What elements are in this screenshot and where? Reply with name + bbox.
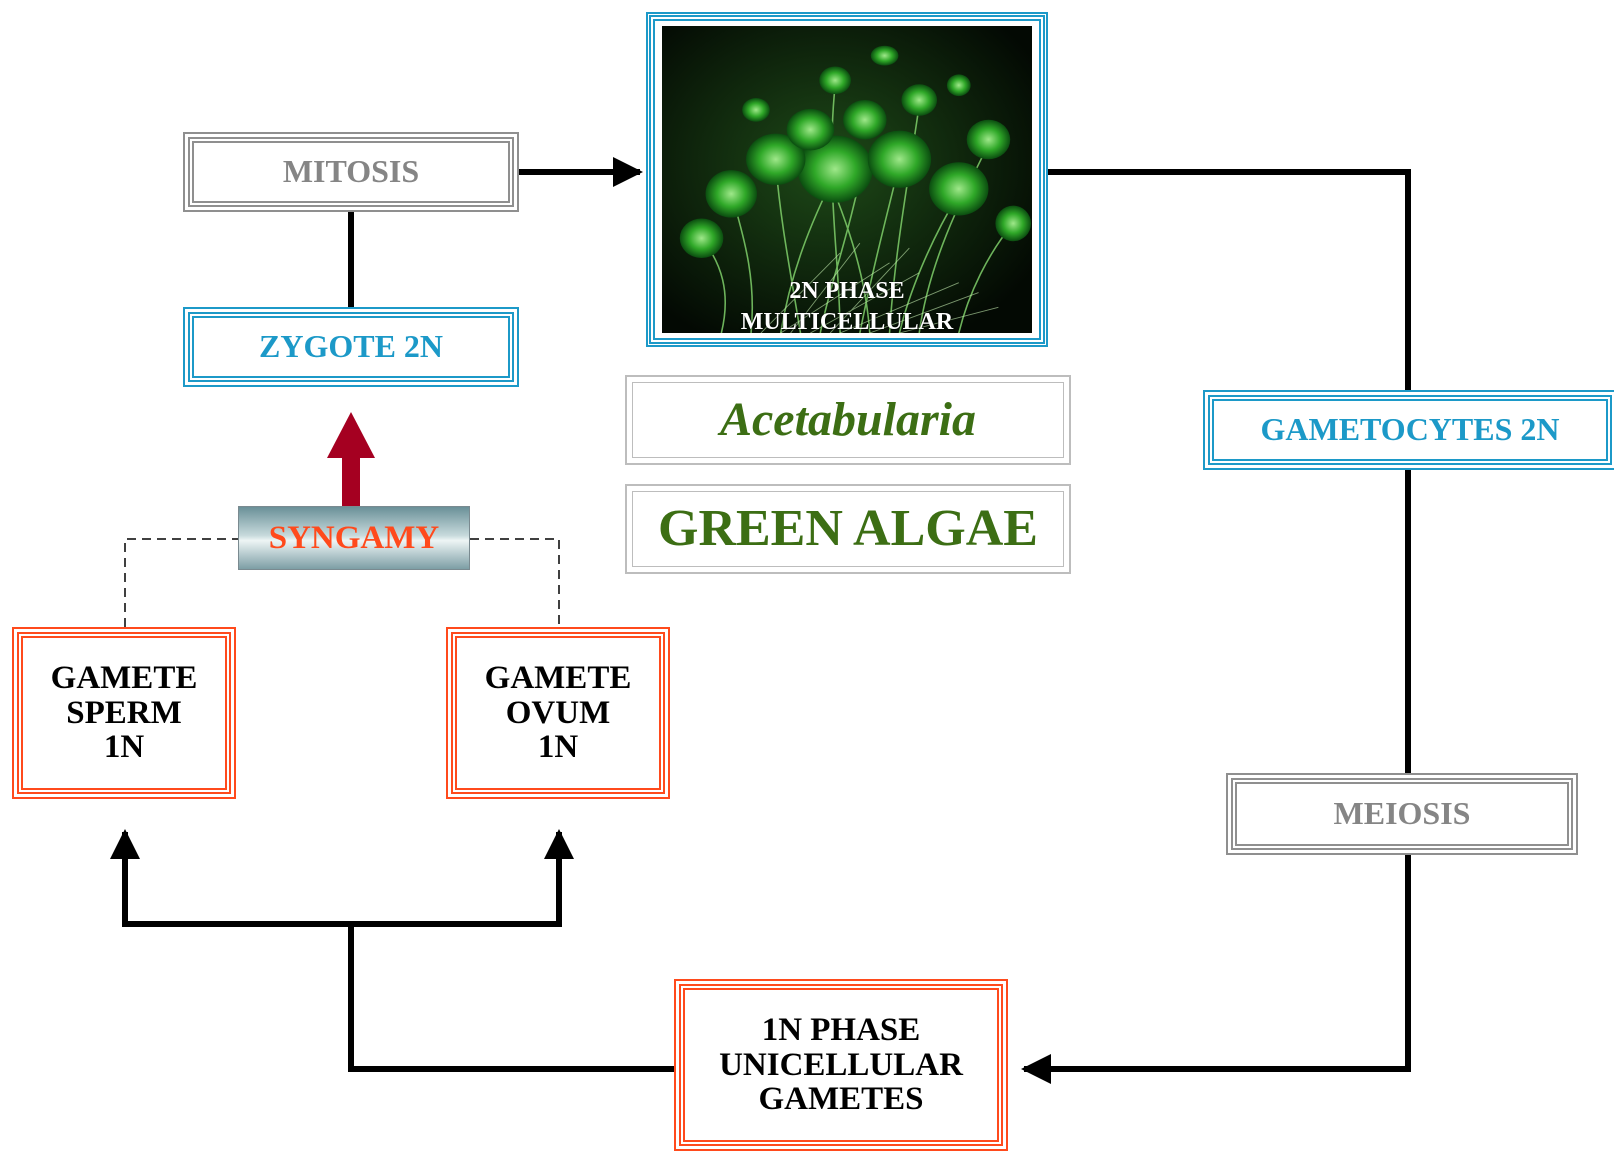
dashed-sperm-to-syngamy xyxy=(124,538,238,627)
dashed-ovum-to-syngamy xyxy=(470,538,560,627)
syngamy-box: SYNGAMY xyxy=(238,506,470,570)
gametocytes-label: GAMETOCYTES 2N xyxy=(1260,411,1560,448)
group-title-box: GREEN ALGAE xyxy=(625,484,1071,574)
arrow-to-gamete-sperm xyxy=(110,829,351,927)
zygote-label: ZYGOTE 2N xyxy=(258,328,444,365)
genus-title: Acetabularia xyxy=(719,392,976,446)
zygote-box: ZYGOTE 2N xyxy=(183,307,519,387)
caption-line: 2N PHASE xyxy=(789,278,905,304)
acetabularia-photo: 2N PHASE MULTICELLULAR xyxy=(662,26,1032,333)
label-line: SPERM xyxy=(66,694,182,731)
gamete-sperm-box: GAMETE SPERM 1N xyxy=(12,627,236,799)
label-line: OVUM xyxy=(505,694,611,731)
arrow-to-gamete-ovum xyxy=(351,829,574,927)
genus-title-box: Acetabularia xyxy=(625,375,1071,465)
mitosis-label: MITOSIS xyxy=(282,153,420,190)
gamete-ovum-label: GAMETE OVUM 1N xyxy=(485,661,632,765)
caption-line: MULTICELLULAR xyxy=(740,309,954,333)
label-line: 1N xyxy=(537,729,579,766)
1n-phase-box: 1N PHASE UNICELLULAR GAMETES xyxy=(674,979,1008,1151)
gamete-sperm-label: GAMETE SPERM 1N xyxy=(51,661,198,765)
meiosis-box: MEIOSIS xyxy=(1226,773,1578,855)
label-line: 1N PHASE xyxy=(761,1012,921,1049)
2n-phase-photo-frame: 2N PHASE MULTICELLULAR xyxy=(646,12,1048,347)
gametocytes-box: GAMETOCYTES 2N xyxy=(1203,390,1614,470)
label-line: GAMETES xyxy=(758,1081,924,1118)
1n-phase-label: 1N PHASE UNICELLULAR GAMETES xyxy=(719,1013,963,1117)
2n-phase-caption: 2N PHASE MULTICELLULAR xyxy=(662,276,1032,333)
mitosis-box: MITOSIS xyxy=(183,132,519,212)
label-line: UNICELLULAR xyxy=(719,1046,963,1083)
label-line: GAMETE xyxy=(50,660,198,697)
line-1n-phase-to-gamete-split xyxy=(348,924,674,1072)
label-line: 1N xyxy=(103,729,145,766)
line-2n-phase-to-gametocytes xyxy=(1048,169,1411,390)
arrow-syngamy-to-zygote xyxy=(327,412,375,506)
meiosis-label: MEIOSIS xyxy=(1333,795,1471,832)
label-line: GAMETE xyxy=(484,660,632,697)
syngamy-label: SYNGAMY xyxy=(268,519,440,556)
gamete-ovum-box: GAMETE OVUM 1N xyxy=(446,627,670,799)
arrow-meiosis-to-1n-phase xyxy=(1021,855,1411,1084)
group-title: GREEN ALGAE xyxy=(658,499,1038,557)
